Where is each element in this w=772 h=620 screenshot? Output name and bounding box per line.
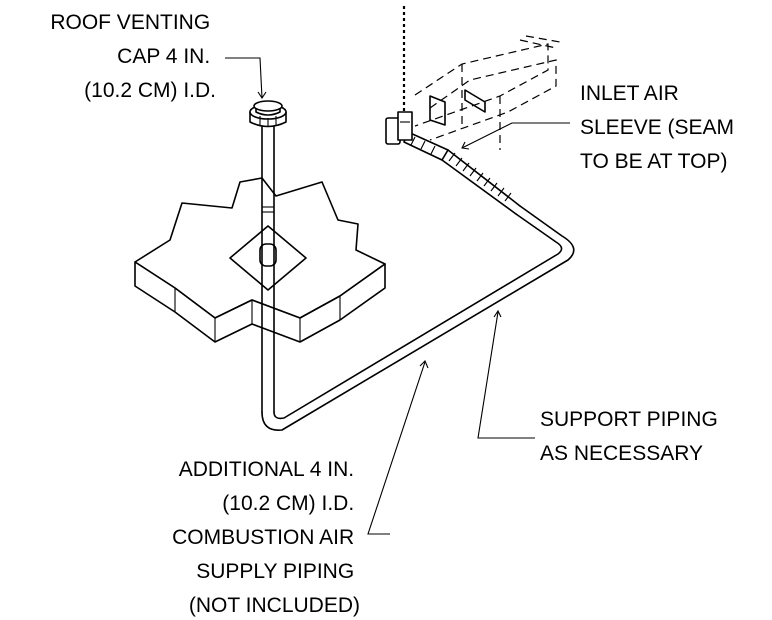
furnace-unit-outline bbox=[414, 35, 561, 150]
label-roof-venting-cap: ROOF VENTING CAP 4 IN. (10.2 CM) I.D. bbox=[50, 11, 216, 102]
inlet-air-sleeve bbox=[385, 111, 449, 161]
flex-connector bbox=[441, 149, 521, 215]
label-support-piping: SUPPORT PIPING AS NECESSARY bbox=[540, 408, 724, 465]
label-additional-supply-piping: ADDITIONAL 4 IN. (10.2 CM) I.D. COMBUSTI… bbox=[172, 458, 360, 617]
roof-section bbox=[134, 177, 386, 343]
supply-piping bbox=[261, 205, 575, 431]
vertical-vent-pipe bbox=[261, 123, 275, 413]
label-inlet-air-sleeve: INLET AIR SLEEVE (SEAM TO BE AT TOP) bbox=[580, 82, 740, 173]
leader-lines bbox=[225, 57, 570, 535]
roof-venting-cap bbox=[249, 100, 287, 128]
